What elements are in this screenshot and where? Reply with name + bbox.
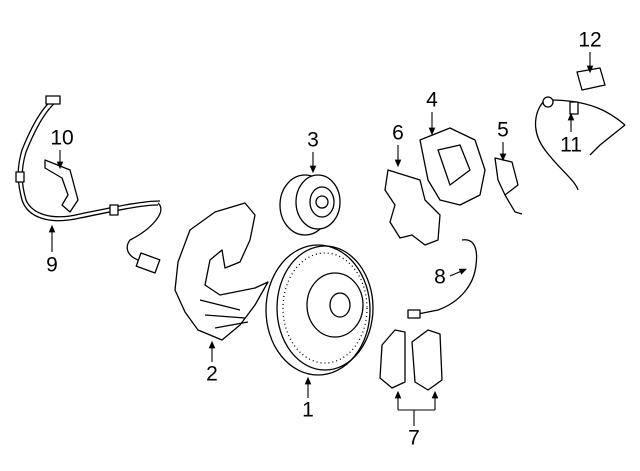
brake-pad-inner [379,329,406,389]
hose-clip-part [576,67,606,91]
wear-sensor-part [417,239,478,315]
abs-sensor-part [15,95,162,274]
pad-clip-part [494,157,519,196]
sensor-bracket-part [44,159,79,213]
caliper-part [419,127,486,206]
callout-9: 9 [46,253,58,277]
callout-5: 5 [497,118,509,142]
callout-4: 4 [426,88,438,112]
callout-2: 2 [206,362,218,386]
callout-1: 1 [302,398,314,422]
rotor-part [265,244,374,376]
hub-bearing-part [279,174,341,236]
callout-6: 6 [392,121,404,145]
caliper-bracket-part [384,169,441,246]
callout-12: 12 [578,28,602,52]
splash-shield-part [174,202,269,341]
callout-11: 11 [560,133,582,157]
callout-10: 10 [50,126,74,150]
callout-8: 8 [434,265,446,289]
brake-hose-part [534,96,626,191]
callout-7: 7 [408,426,420,450]
callout-3: 3 [307,128,319,152]
brake-pad-outer [411,329,443,391]
